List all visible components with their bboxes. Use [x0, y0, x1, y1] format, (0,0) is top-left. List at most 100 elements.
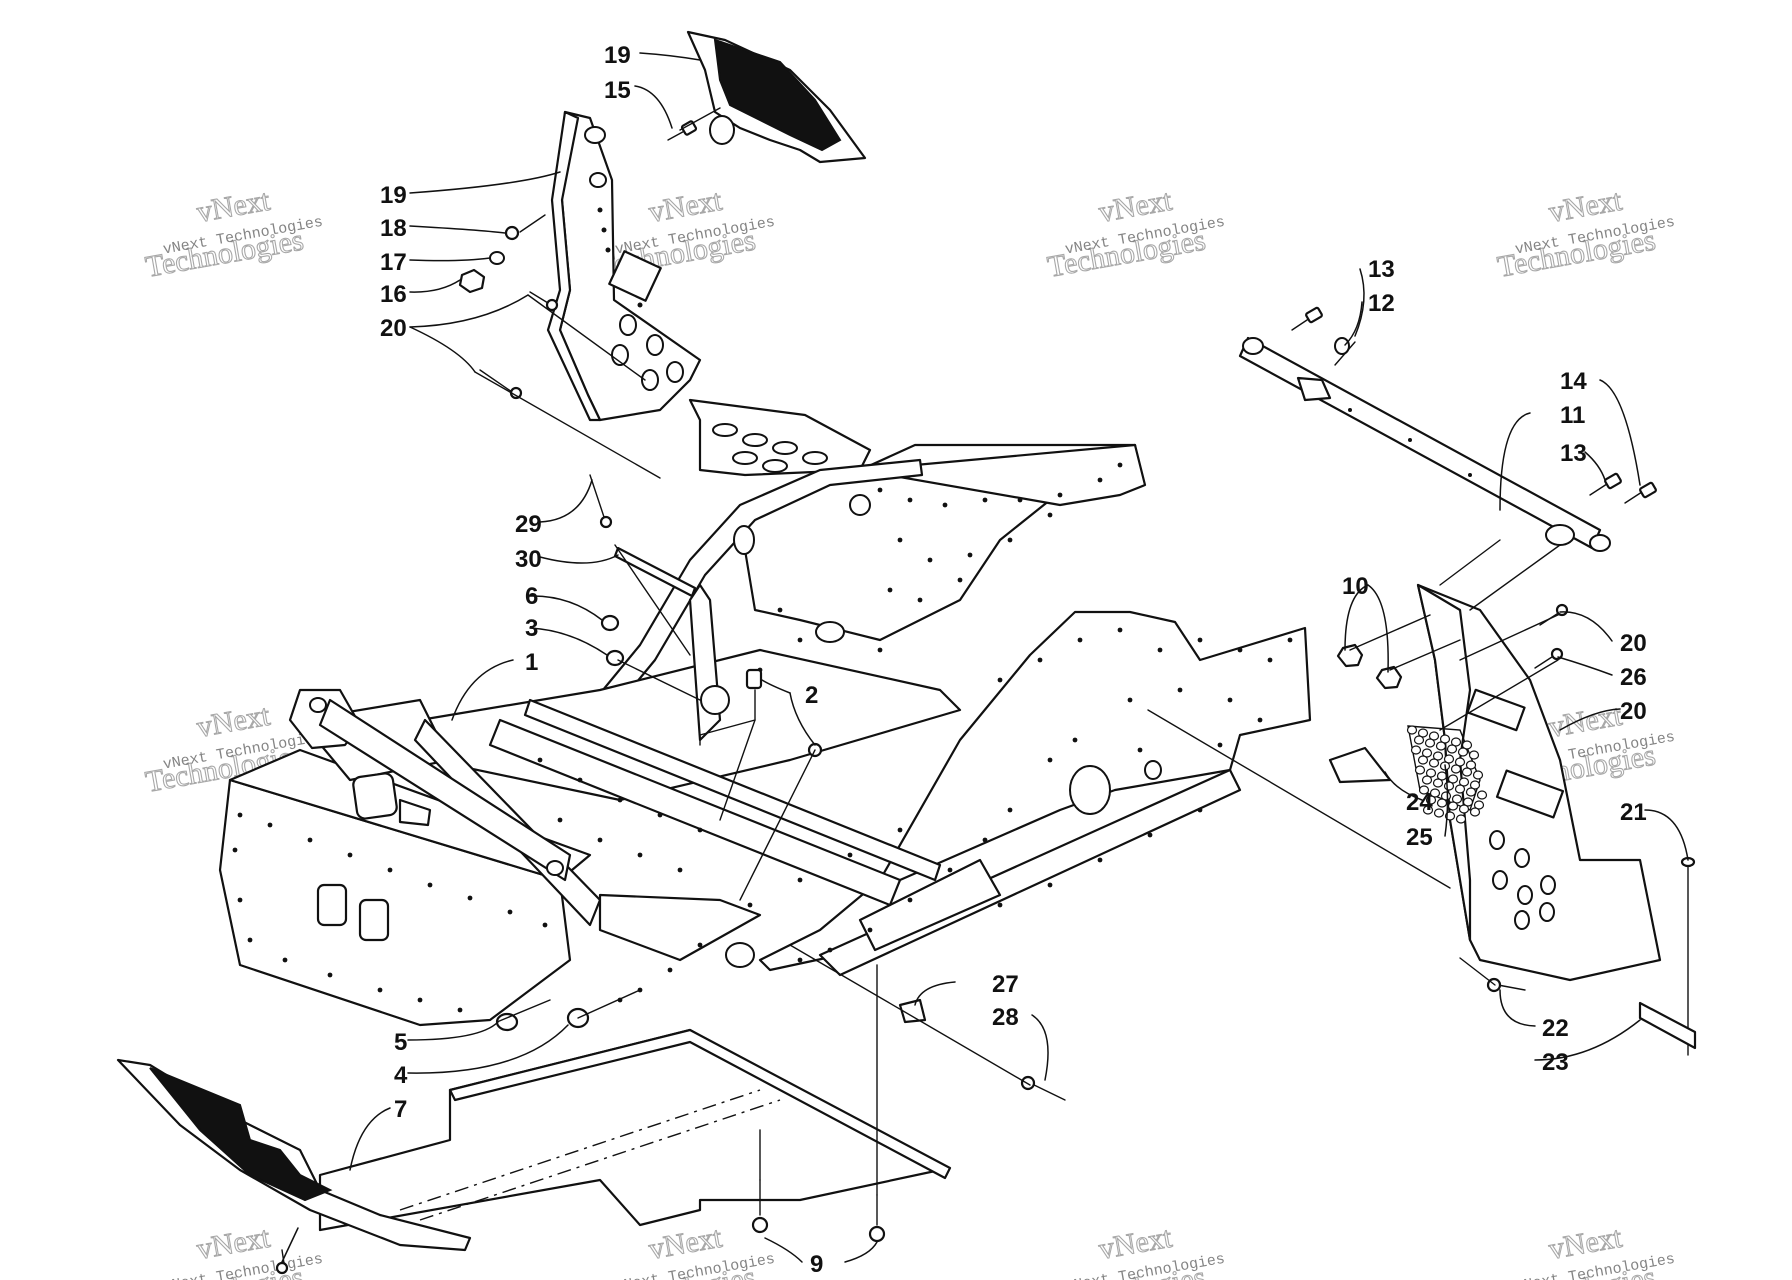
rivet [677, 867, 683, 873]
callout-18: 19 [604, 42, 631, 69]
watermark-big-line1: vNext [1546, 1221, 1625, 1266]
rivet [282, 957, 288, 963]
rivet [797, 877, 803, 883]
steering-cover [686, 30, 867, 164]
mesh-cell [1410, 745, 1422, 755]
callout-17: 18 [380, 215, 407, 242]
rivet [557, 817, 563, 823]
rivet [577, 777, 583, 783]
callout-4: 4 [394, 1062, 408, 1089]
callout-30: 30 [515, 546, 542, 573]
rivet [697, 827, 703, 833]
callout-16: 17 [380, 249, 407, 276]
callout-24: 24 [1406, 789, 1433, 816]
rivet [797, 957, 803, 963]
rivet [1077, 637, 1083, 643]
rivet [237, 897, 243, 903]
callout-19-top: 19 [380, 182, 407, 209]
rivet [827, 947, 833, 953]
mesh-cell [1447, 774, 1459, 784]
rivet [457, 1007, 463, 1013]
callout-20-top: 20 [380, 315, 407, 342]
mesh-cell [1428, 731, 1440, 741]
rivet [387, 867, 393, 873]
rivet [1037, 657, 1043, 663]
rivet [1117, 462, 1123, 468]
rivet [542, 922, 548, 928]
rivet [1047, 757, 1053, 763]
floor-pan [318, 1028, 952, 1232]
callout-22: 22 [1542, 1015, 1569, 1042]
rivet [1177, 687, 1183, 693]
mesh-cell [1476, 790, 1488, 800]
rivet [957, 577, 963, 583]
rivet [1197, 807, 1203, 813]
rivet [597, 837, 603, 843]
rivet [967, 552, 973, 558]
callout-6: 6 [525, 583, 538, 610]
watermark-big-line1: vNext [1546, 184, 1625, 229]
mesh-cell [1432, 778, 1444, 788]
watermark-big-line1: vNext [194, 184, 273, 229]
rivet [797, 637, 803, 643]
rivet [1237, 647, 1243, 653]
rivet [1147, 832, 1153, 838]
callout-20-right: 20 [1620, 630, 1647, 657]
callout-numbers: 19 15 19 18 17 16 20 13 12 14 11 13 10 2… [380, 42, 1647, 1278]
callout-26: 26 [1620, 664, 1647, 691]
rivet [777, 607, 783, 613]
mesh-cell [1450, 764, 1462, 774]
steering-post [1238, 336, 1611, 552]
mesh-cell [1461, 740, 1473, 750]
mesh-cell [1424, 738, 1436, 748]
watermark-big-line1: vNext [646, 184, 725, 229]
mesh-cell [1432, 751, 1444, 761]
rivet [417, 997, 423, 1003]
rivet [867, 927, 873, 933]
rivet [997, 902, 1003, 908]
mesh-cell [1469, 807, 1481, 817]
rivet [1257, 717, 1263, 723]
callout-14-right: 14 [1560, 368, 1587, 395]
callout-5: 5 [394, 1029, 407, 1056]
rivet [657, 812, 663, 818]
rivet [897, 537, 903, 543]
mesh-cell [1429, 788, 1441, 798]
rivet [1227, 697, 1233, 703]
mesh-cell [1406, 725, 1418, 735]
rivet [327, 972, 333, 978]
rivet [1117, 627, 1123, 633]
callout-1: 1 [525, 649, 538, 676]
mesh-cell [1468, 750, 1480, 760]
mesh-cell [1457, 747, 1469, 757]
rivet [1137, 747, 1143, 753]
callout-21: 21 [1620, 799, 1647, 826]
mesh-cell [1454, 784, 1466, 794]
rivet [347, 852, 353, 858]
main-chassis-frame [218, 443, 1312, 1027]
callout-2: 2 [805, 682, 818, 709]
callout-27: 27 [992, 971, 1019, 998]
rivet [897, 827, 903, 833]
mesh-cell [1436, 798, 1448, 808]
mesh-cell [1435, 741, 1447, 751]
mesh-grille [1406, 725, 1488, 824]
mesh-cell [1465, 760, 1477, 770]
callout-13-right: 13 [1560, 440, 1587, 467]
mesh-cell [1418, 785, 1430, 795]
callout-29: 29 [515, 511, 542, 538]
callout-7: 7 [394, 1096, 407, 1123]
callout-23: 23 [1542, 1049, 1569, 1076]
rivet [1047, 512, 1053, 518]
rivet [947, 867, 953, 873]
mesh-cell [1465, 787, 1477, 797]
watermark-big-line1: vNext [1096, 184, 1175, 229]
rivet [507, 909, 513, 915]
mesh-cell [1454, 757, 1466, 767]
rivet [747, 902, 753, 908]
rivet [847, 852, 853, 858]
rivet [877, 647, 883, 653]
mesh-cell [1417, 755, 1429, 765]
